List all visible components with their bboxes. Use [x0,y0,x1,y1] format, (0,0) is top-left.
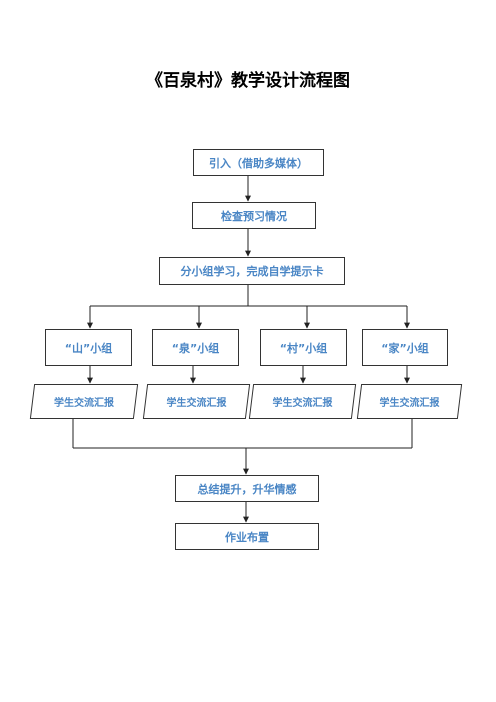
step-intro: 引入（借助多媒体） [193,149,324,176]
group-box-3: “村”小组 [260,329,347,366]
report-box-4: 学生交流汇报 [356,384,463,419]
report-label-2: 学生交流汇报 [166,398,227,409]
group-box-2: “泉”小组 [152,329,239,366]
group-box-4: “家”小组 [362,329,448,366]
step-check-preview: 检查预习情况 [192,202,316,229]
diagram-title: 《百泉村》教学设计流程图 [146,71,350,91]
step-group-study: 分小组学习，完成自学提示卡 [159,257,345,285]
report-box-1: 学生交流汇报 [29,384,139,419]
report-box-3: 学生交流汇报 [248,384,357,419]
step-homework: 作业布置 [175,523,319,550]
report-label-3: 学生交流汇报 [272,398,333,409]
report-box-2: 学生交流汇报 [142,384,251,419]
report-label-1: 学生交流汇报 [54,398,114,409]
group-box-1: “山”小组 [45,329,132,366]
report-label-4: 学生交流汇报 [379,398,440,409]
step-summary: 总结提升，升华情感 [175,475,319,502]
